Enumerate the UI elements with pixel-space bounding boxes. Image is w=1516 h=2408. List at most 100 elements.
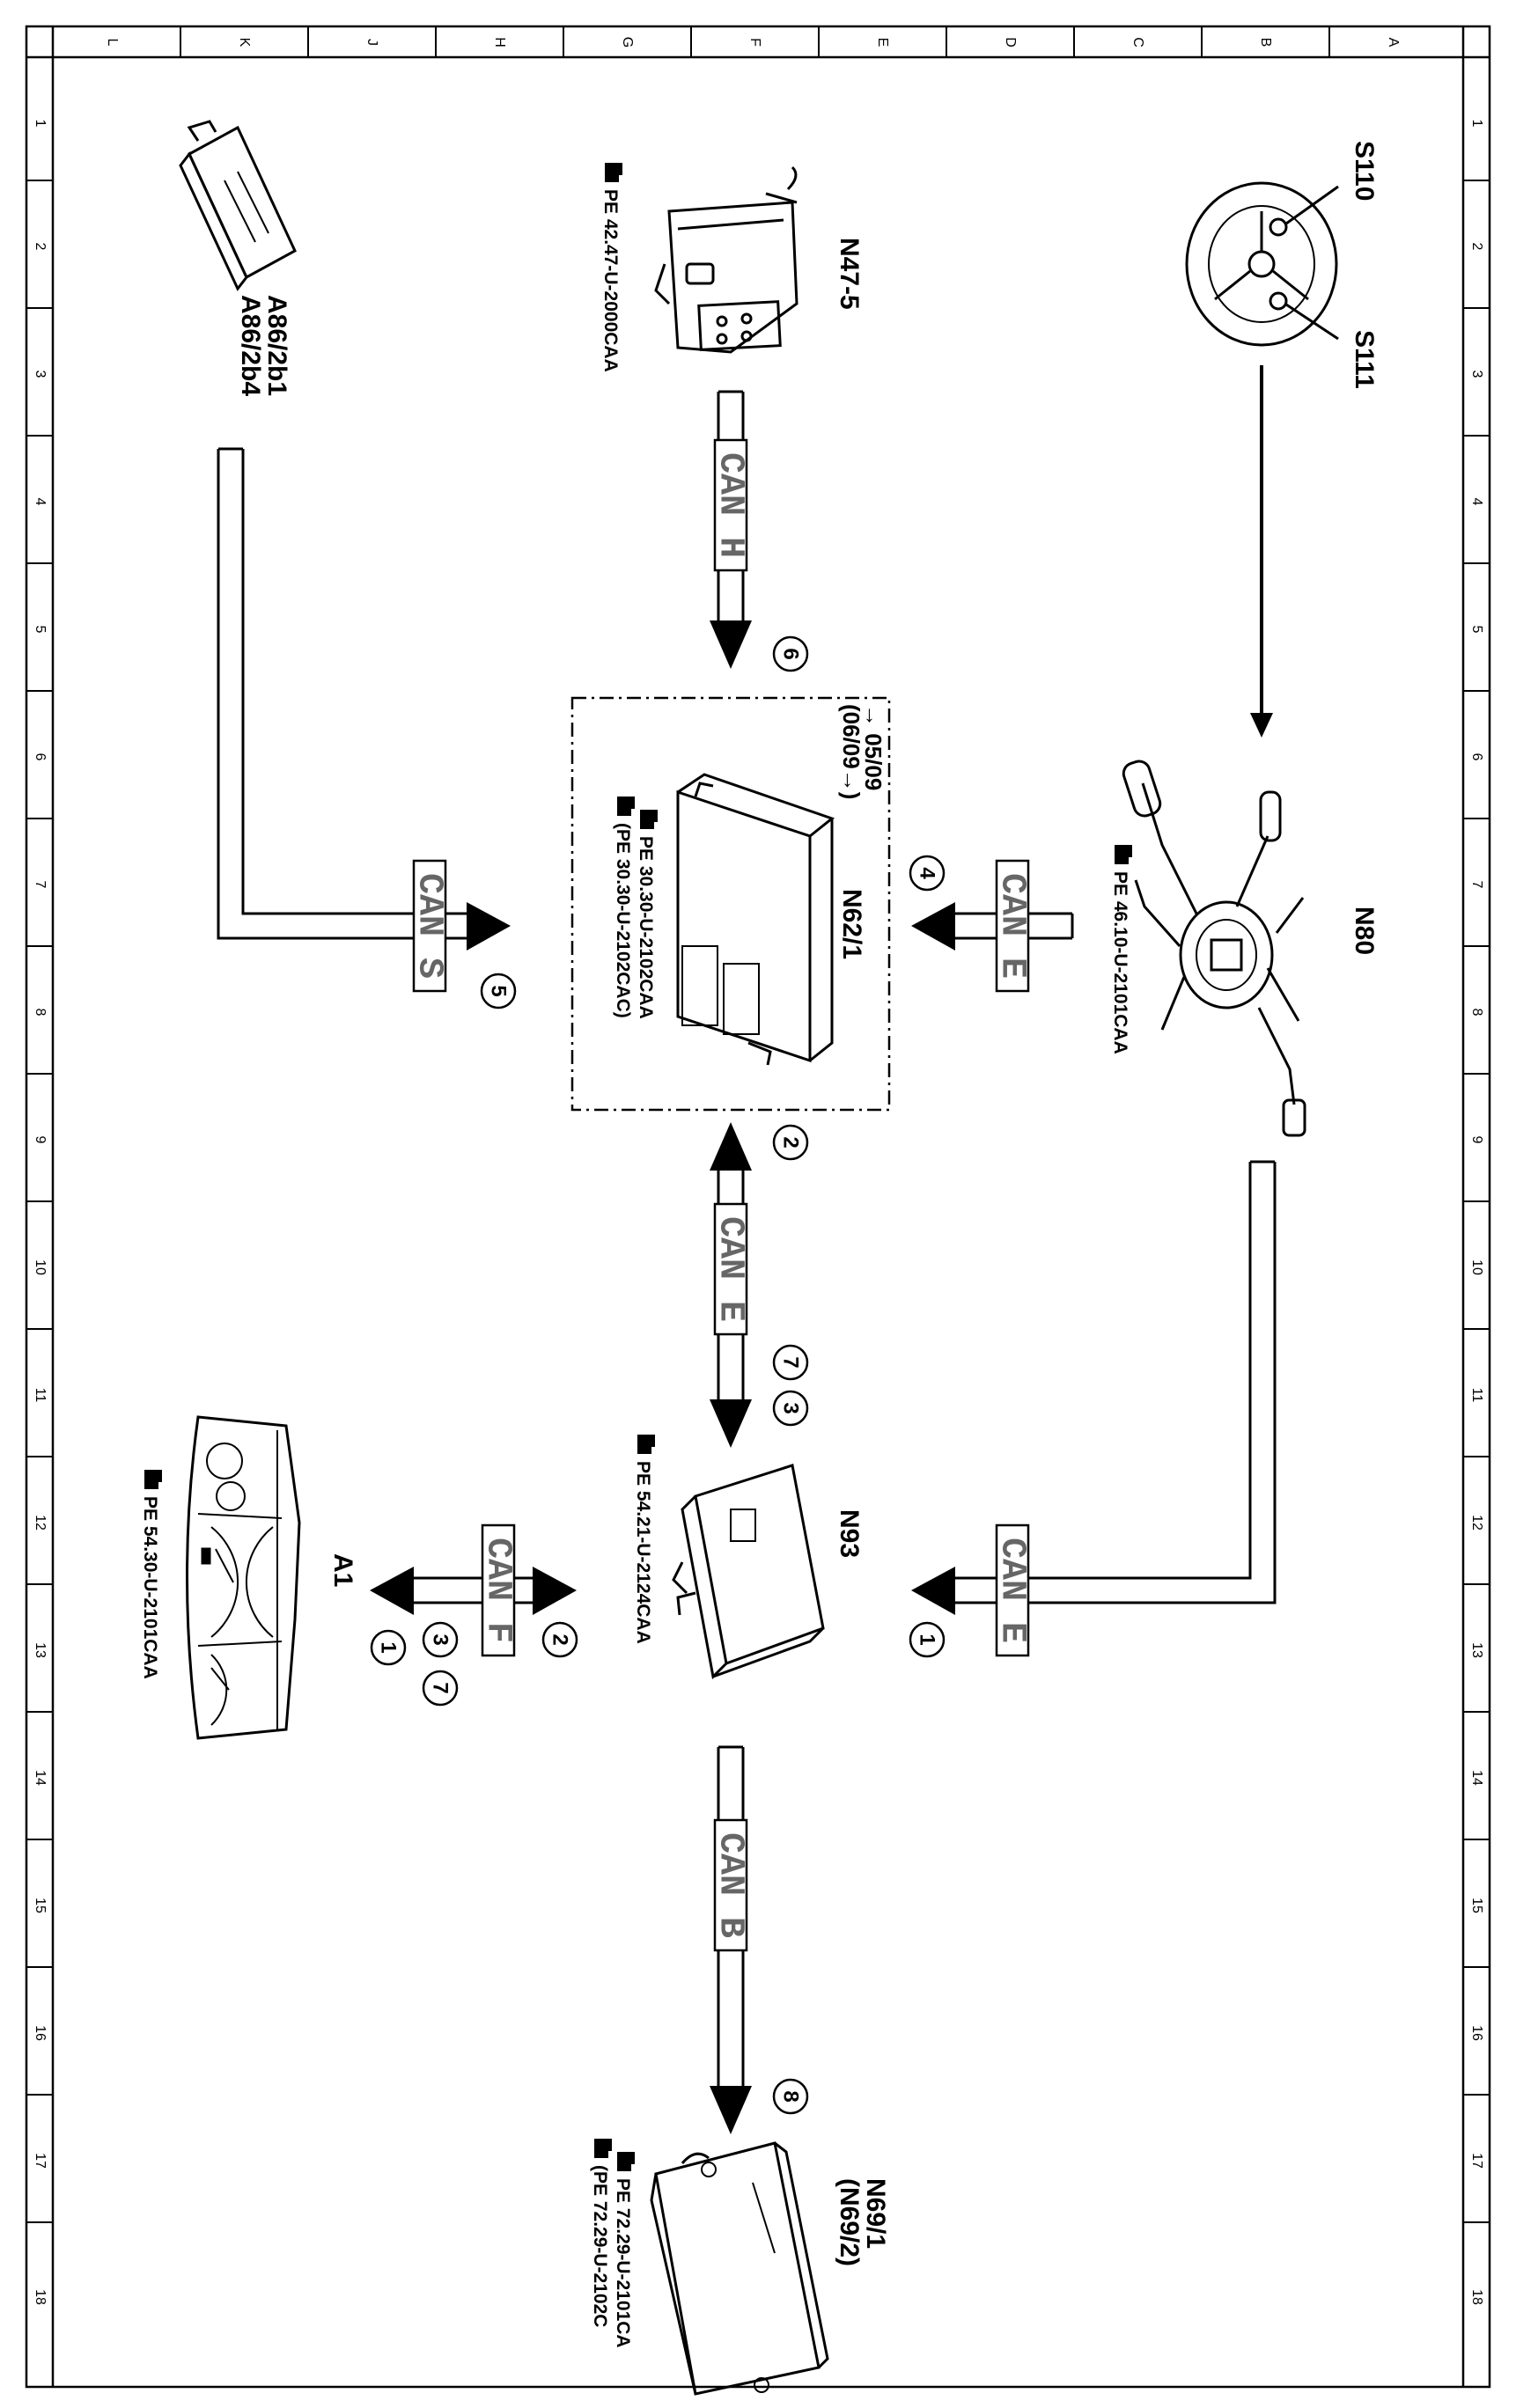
col-letter: L	[105, 39, 120, 47]
row-number: 18	[1469, 2289, 1484, 2305]
col-letter: H	[492, 37, 507, 48]
switch-signal-line	[1250, 365, 1273, 738]
svg-text:3: 3	[779, 1402, 803, 1413]
row-number: 7	[33, 881, 48, 889]
row-number: 4	[33, 498, 48, 506]
row-number: 18	[33, 2289, 48, 2305]
can-h-label: CAN H	[710, 438, 749, 572]
a86-module-icon	[179, 120, 297, 291]
svg-text:5: 5	[487, 985, 511, 996]
col-letter: B	[1258, 38, 1273, 48]
row-number: 12	[33, 1515, 48, 1531]
ref-n93: PE 54.21-U-2124CAA	[633, 1435, 655, 1644]
arrow-left-n62-right	[911, 902, 955, 951]
marker-1b	[370, 1629, 407, 1666]
row-number: 5	[1469, 626, 1484, 634]
arrow-right-n93-left	[533, 1567, 577, 1615]
label-a1: A1	[328, 1553, 357, 1587]
svg-text:2: 2	[779, 1136, 803, 1148]
label-n93: N93	[835, 1509, 864, 1558]
row-number: 13	[1469, 1642, 1484, 1658]
row-numbers-right: 1 2 3 4 5 6 7 8 9 10 11 12 13 14 15 16 1…	[1469, 120, 1484, 2305]
row-number: 11	[33, 1388, 48, 1403]
ref-text: PE 42.47-U-2000CAA	[600, 189, 621, 372]
column-grid-ticks	[180, 26, 1330, 57]
esp-control-unit-icon	[654, 165, 798, 354]
row-number: 15	[1469, 1898, 1484, 1913]
row-number: 8	[1469, 1009, 1484, 1017]
arrow-right-n62-left	[467, 902, 511, 951]
label-n69-line2: (N69/2)	[835, 2178, 864, 2266]
col-letter: A	[1386, 38, 1401, 48]
svg-text:7: 7	[429, 1682, 453, 1693]
svg-text:CAN E: CAN E	[991, 873, 1031, 979]
row-number: 7	[1469, 881, 1484, 889]
row-number: 15	[33, 1898, 48, 1913]
ref-a1: PE 54.30-U-2101CAA	[140, 1470, 162, 1679]
col-letter: K	[237, 38, 252, 48]
row-number: 1	[1469, 120, 1484, 128]
col-letter: E	[875, 38, 890, 48]
svg-text:1: 1	[916, 1633, 939, 1645]
drawing-frame	[25, 25, 1491, 2389]
row-number: 16	[1469, 2025, 1484, 2041]
marker-5	[480, 973, 517, 1009]
arrow-left-a1	[370, 1567, 414, 1615]
ref-text: PE 54.30-U-2101CAA	[140, 1496, 160, 1679]
n62-1-module-icon	[676, 773, 835, 1066]
row-number: 2	[33, 243, 48, 251]
ref-text: (PE 72.29-U-2102C	[590, 2165, 610, 2327]
row-number: 11	[1469, 1388, 1484, 1403]
ref-n62-1-a: PE 30.30-U-2102CAA	[636, 810, 658, 1019]
arrow-up-n62-bottom	[710, 1122, 752, 1171]
row-number: 9	[33, 1136, 48, 1144]
row-number: 6	[33, 753, 48, 761]
row-number: 17	[33, 2153, 48, 2169]
row-number: 4	[1469, 498, 1484, 506]
row-number: 14	[1469, 1770, 1484, 1786]
label-n80: N80	[1350, 907, 1379, 955]
label-n47-5: N47-5	[835, 238, 864, 310]
col-letter: C	[1130, 37, 1145, 48]
reference-hand-icon	[605, 163, 622, 182]
reference-hand-icon	[617, 2152, 635, 2171]
row-number: 13	[33, 1642, 48, 1658]
svg-text:CAN F: CAN F	[477, 1538, 517, 1643]
marker-3a	[772, 1390, 809, 1427]
svg-text:2: 2	[548, 1633, 572, 1645]
reference-hand-icon	[594, 2139, 612, 2158]
col-letter: D	[1003, 37, 1018, 48]
n69-1-module-icon	[650, 2141, 829, 2396]
ref-n80: PE 46.10-U-2101CAA	[1110, 845, 1132, 1054]
row-number: 6	[1469, 753, 1484, 761]
ref-n62-1-b: (PE 30.30-U-2102CAC)	[613, 797, 635, 1018]
reference-hand-icon	[640, 810, 658, 829]
ref-n69-b: (PE 72.29-U-2102C	[590, 2139, 612, 2327]
svg-text:4: 4	[916, 867, 939, 879]
ref-n47-5: PE 42.47-U-2000CAA	[600, 163, 622, 372]
arrow-heads	[370, 620, 955, 2134]
svg-text:CAN H: CAN H	[710, 452, 749, 558]
svg-text:6: 6	[779, 648, 803, 659]
can-s-label: CAN S	[408, 859, 448, 993]
svg-text:7: 7	[779, 1356, 803, 1368]
arrow-down-n62-top	[710, 620, 752, 669]
label-a86-line1: A86/2b1	[262, 295, 291, 396]
circled-markers	[370, 635, 946, 2115]
label-s110: S110	[1350, 141, 1379, 201]
svg-text:CAN E: CAN E	[991, 1538, 1031, 1643]
row-number: 16	[33, 2025, 48, 2041]
n93-module-icon	[672, 1464, 825, 1680]
label-n69-line1: N69/1	[861, 2178, 890, 2249]
can-e-top-label: CAN E	[991, 859, 1031, 993]
col-letter: J	[364, 39, 379, 46]
svg-text:CAN S: CAN S	[408, 873, 448, 979]
marker-numbers: 6 4 5 2 7 3 1 2 3 1 7 8	[377, 648, 939, 2102]
arrow-left-n93-right	[911, 1567, 955, 1615]
row-number: 10	[33, 1259, 48, 1275]
marker-7b	[422, 1670, 459, 1707]
row-numbers-left: 1 2 3 4 5 6 7 8 9 10 11 12 13 14 15 16 1…	[33, 120, 48, 2305]
row-number: 3	[33, 371, 48, 378]
svg-text:8: 8	[779, 2090, 803, 2102]
